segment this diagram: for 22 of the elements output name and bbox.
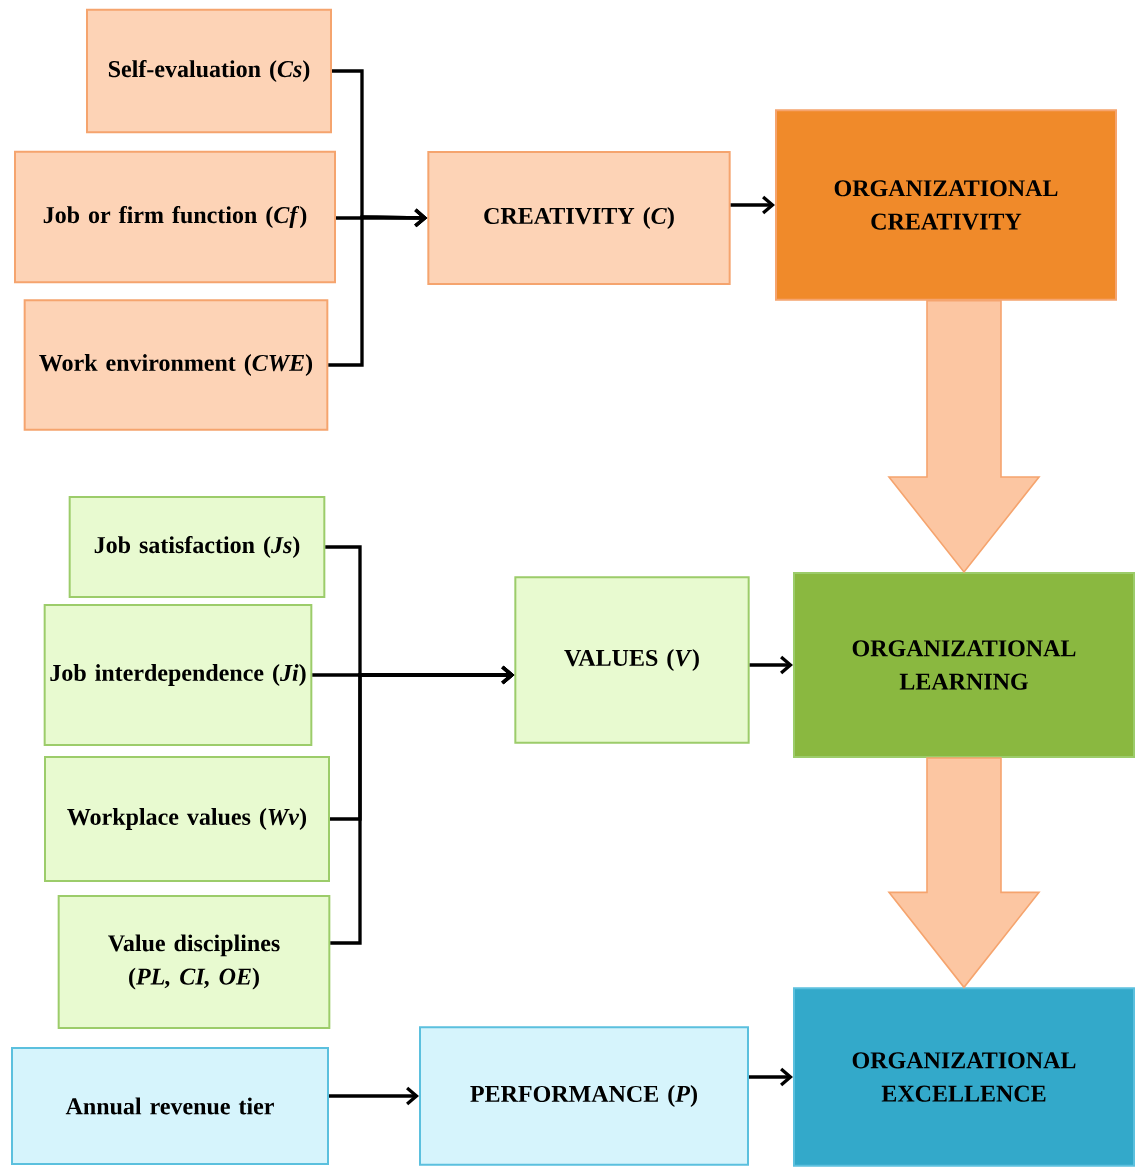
input-box: PERFORMANCE (P) [419, 1026, 749, 1166]
input-box: Job satisfaction (Js) [68, 496, 326, 598]
input-box: Workplace values (Wv) [44, 756, 330, 882]
outcome-box: ORGANIZATIONAL CREATIVITY [775, 109, 1117, 301]
input-box: Job interdependence (Ji) [43, 604, 313, 746]
arrow [328, 208, 428, 367]
block-arrow [887, 757, 1041, 989]
input-box: VALUES (V) [514, 576, 750, 744]
input-box: Work environment (CWE) [23, 299, 329, 431]
outcome-box: ORGANIZATIONAL EXCELLENCE [793, 987, 1135, 1167]
input-box: Annual revenue tier [11, 1047, 329, 1165]
input-box: Job or firm function (Cf) [14, 150, 336, 284]
arrow [749, 1067, 793, 1087]
input-box: Value disciplines (PL, CI, OE) [57, 895, 331, 1029]
arrow [749, 655, 793, 675]
arrow [330, 665, 515, 945]
input-box: CREATIVITY (C) [427, 151, 731, 285]
input-box: Self-evaluation (Cs) [86, 8, 332, 134]
outcome-box: ORGANIZATIONAL LEARNING [793, 572, 1135, 758]
arrow [730, 195, 775, 215]
block-arrow [887, 299, 1041, 574]
arrow [329, 1086, 419, 1106]
